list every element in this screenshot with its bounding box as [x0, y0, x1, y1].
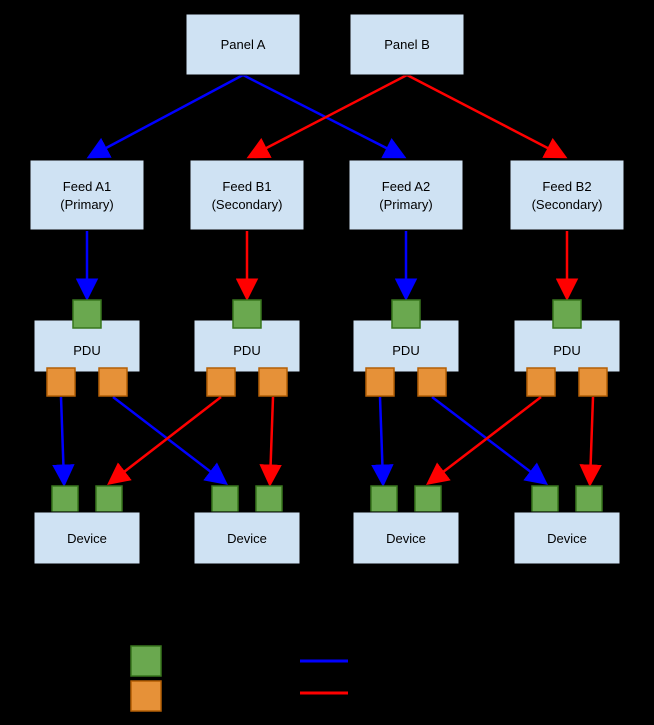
device2-label: Device — [227, 531, 267, 546]
edge-pdu2-to-device1 — [107, 396, 222, 486]
feed-node-a2: Feed A2 (Primary) — [348, 159, 464, 231]
device3-label: Device — [386, 531, 426, 546]
pdu-device-edges — [52, 396, 602, 487]
pdu3-output-port-left-icon — [365, 367, 395, 397]
pdu3-label: PDU — [392, 343, 419, 358]
pdu1-input-port-icon — [72, 299, 102, 329]
edge-pdu3-to-device3 — [371, 396, 394, 487]
edge-panel-a-to-feed-a1 — [86, 73, 244, 159]
device1-input-port-left-icon — [51, 485, 79, 513]
pdu2-output-port-right-icon — [258, 367, 288, 397]
device-node-3: Device — [352, 485, 460, 565]
pdu4-input-port-icon — [552, 299, 582, 329]
pdu4-label: PDU — [553, 343, 580, 358]
edge-pdu4-to-device4 — [579, 396, 602, 487]
edge-pdu3-to-device4 — [431, 396, 548, 486]
panel-node-b: Panel B — [349, 13, 465, 76]
legend — [130, 645, 348, 712]
device1-label: Device — [67, 531, 107, 546]
panel-feed-edges — [86, 73, 568, 159]
panel-a-label: Panel A — [221, 37, 266, 52]
feed-a2-label-line1: Feed A2 — [382, 179, 430, 194]
feed-b2-label-line1: Feed B2 — [542, 179, 591, 194]
pdu-node-3: PDU — [352, 299, 460, 397]
feed-b2-label-line2: (Secondary) — [532, 197, 603, 212]
panel-b-box — [349, 13, 465, 76]
pdu4-output-port-left-icon — [526, 367, 556, 397]
pdu3-input-port-icon — [391, 299, 421, 329]
legend-output-port-swatch-icon — [130, 680, 162, 712]
pdu2-output-port-left-icon — [206, 367, 236, 397]
feed-node-b2: Feed B2 (Secondary) — [509, 159, 625, 231]
panel-b-label: Panel B — [384, 37, 430, 52]
pdu2-label: PDU — [233, 343, 260, 358]
feed-a2-label-line2: (Primary) — [379, 197, 432, 212]
legend-input-port-swatch-icon — [130, 645, 162, 677]
feed-a2-box — [348, 159, 464, 231]
device3-box — [352, 511, 460, 565]
pdu3-output-port-right-icon — [417, 367, 447, 397]
pdu-node-2: PDU — [193, 299, 301, 397]
device2-input-port-left-icon — [211, 485, 239, 513]
panel-node-a: Panel A — [185, 13, 301, 76]
edge-panel-b-to-feed-b1 — [246, 73, 408, 159]
device4-label: Device — [547, 531, 587, 546]
edge-panel-a-to-feed-a2 — [242, 73, 407, 159]
feed-a1-label-line1: Feed A1 — [63, 179, 111, 194]
pdu1-label: PDU — [73, 343, 100, 358]
device4-box — [513, 511, 621, 565]
feed-b1-label-line2: (Secondary) — [212, 197, 283, 212]
device2-box — [193, 511, 301, 565]
device3-input-port-left-icon — [370, 485, 398, 513]
feed-a1-box — [29, 159, 145, 231]
device-node-1: Device — [33, 485, 141, 565]
feed-b1-box — [189, 159, 305, 231]
edge-pdu1-to-device1 — [52, 396, 75, 487]
pdu1-output-port-left-icon — [46, 367, 76, 397]
device3-input-port-right-icon — [414, 485, 442, 513]
feed-b1-label-line1: Feed B1 — [222, 179, 271, 194]
edge-pdu1-to-device2 — [112, 396, 228, 486]
pdu1-output-port-right-icon — [98, 367, 128, 397]
feed-node-b1: Feed B1 (Secondary) — [189, 159, 305, 231]
feed-a1-label-line2: (Primary) — [60, 197, 113, 212]
edge-panel-b-to-feed-b2 — [406, 73, 568, 159]
feed-pdu-edges — [75, 231, 579, 301]
pdu-node-4: PDU — [513, 299, 621, 397]
pdu4-output-port-right-icon — [578, 367, 608, 397]
device1-box — [33, 511, 141, 565]
device2-input-port-right-icon — [255, 485, 283, 513]
device1-input-port-right-icon — [95, 485, 123, 513]
edge-pdu2-to-device2 — [259, 396, 282, 487]
feed-node-a1: Feed A1 (Primary) — [29, 159, 145, 231]
edge-pdu4-to-device3 — [426, 396, 542, 486]
device4-input-port-left-icon — [531, 485, 559, 513]
device-node-4: Device — [513, 485, 621, 565]
device4-input-port-right-icon — [575, 485, 603, 513]
feed-b2-box — [509, 159, 625, 231]
device-node-2: Device — [193, 485, 301, 565]
pdu-node-1: PDU — [33, 299, 141, 397]
pdu2-input-port-icon — [232, 299, 262, 329]
panel-a-box — [185, 13, 301, 76]
